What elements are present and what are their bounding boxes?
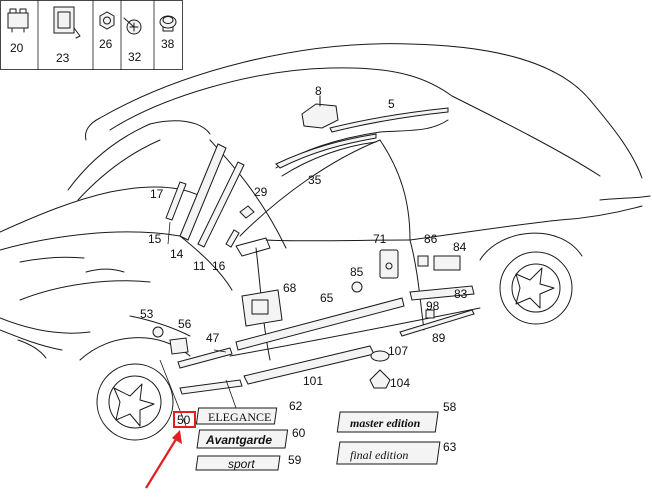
part-84[interactable] — [433, 255, 461, 271]
part-8[interactable] — [301, 103, 339, 129]
callout-50[interactable]: 50 — [177, 413, 191, 427]
part-17[interactable] — [165, 181, 187, 221]
callout-65[interactable]: 65 — [320, 291, 334, 305]
plug-icon — [159, 15, 177, 32]
callout-89[interactable]: 89 — [432, 331, 446, 345]
part-83[interactable] — [409, 285, 475, 301]
part-56[interactable] — [169, 337, 189, 355]
legend-label-38: 38 — [161, 37, 175, 51]
badge-final-edition-text: final edition — [350, 448, 408, 462]
legend-label-23: 23 — [56, 51, 70, 65]
parts — [152, 95, 475, 395]
callout-53[interactable]: 53 — [140, 307, 154, 321]
part-53[interactable] — [152, 326, 164, 338]
callout-62[interactable]: 62 — [289, 399, 303, 413]
part-35[interactable] — [275, 133, 377, 169]
part-89[interactable] — [399, 309, 475, 337]
callout-86[interactable]: 86 — [424, 232, 438, 246]
callout-16[interactable]: 16 — [212, 259, 226, 273]
callout-59[interactable]: 59 — [288, 453, 302, 467]
part-47[interactable] — [177, 347, 233, 369]
part-65[interactable] — [235, 297, 405, 351]
red-arrow-icon — [145, 430, 182, 489]
part-front-strip[interactable] — [179, 379, 243, 395]
callout-8[interactable]: 8 — [315, 84, 322, 98]
highlighted-callout[interactable]: 50 — [173, 411, 196, 428]
callout-47[interactable]: 47 — [206, 331, 220, 345]
part-71[interactable] — [379, 249, 399, 279]
callout-15[interactable]: 15 — [148, 232, 162, 246]
callout-60[interactable]: 60 — [292, 426, 306, 440]
part-86[interactable] — [417, 255, 429, 267]
part-14[interactable] — [179, 143, 227, 241]
callout-71[interactable]: 71 — [373, 232, 387, 246]
part-98[interactable] — [425, 309, 435, 319]
callout-101[interactable]: 101 — [303, 374, 323, 388]
callout-83[interactable]: 83 — [454, 287, 468, 301]
legend-label-20: 20 — [10, 41, 24, 55]
part-5[interactable] — [329, 107, 449, 133]
part-85[interactable] — [351, 281, 363, 293]
callout-35[interactable]: 35 — [308, 173, 322, 187]
callout-5[interactable]: 5 — [388, 97, 395, 111]
callout-11[interactable]: 11 — [193, 259, 206, 273]
callout-68[interactable]: 68 — [283, 281, 297, 295]
legend-label-32: 32 — [128, 50, 142, 64]
clip-icon — [7, 8, 29, 33]
car-outline — [0, 43, 651, 441]
nut-icon — [99, 11, 115, 30]
callout-84[interactable]: 84 — [453, 240, 467, 254]
part-104[interactable] — [369, 369, 391, 389]
callout-63[interactable]: 63 — [443, 440, 457, 454]
badge-final-edition[interactable]: final edition — [336, 441, 441, 465]
badge-elegance-text: ELEGANCE — [208, 410, 271, 424]
callout-58[interactable]: 58 — [443, 400, 457, 414]
badge-master-edition-text: master edition — [350, 416, 421, 430]
callout-14[interactable]: 14 — [170, 247, 184, 261]
badge-elegance[interactable]: ELEGANCE — [195, 407, 278, 425]
part-16[interactable] — [225, 229, 240, 248]
bracket-clip-icon — [53, 6, 81, 39]
badge-sport[interactable]: sport — [195, 455, 281, 471]
leader-lines — [159, 221, 237, 427]
part-29[interactable] — [239, 205, 255, 219]
highlight-box — [173, 411, 196, 428]
callout-98[interactable]: 98 — [426, 299, 440, 313]
legend-panel: 20 23 26 32 38 — [0, 0, 183, 70]
part-107[interactable] — [370, 350, 390, 362]
badge-sport-text: sport — [228, 457, 255, 471]
badges: ELEGANCE Avantgarde sport master edition… — [195, 407, 441, 471]
screw-icon — [123, 17, 142, 35]
badge-master-edition[interactable]: master edition — [336, 411, 439, 433]
callout-56[interactable]: 56 — [178, 317, 192, 331]
callout-104[interactable]: 104 — [390, 376, 410, 390]
callout-85[interactable]: 85 — [350, 265, 364, 279]
part-11[interactable] — [197, 161, 245, 248]
legend-label-26: 26 — [99, 37, 113, 51]
callout-labels: 8 5 35 17 29 15 14 11 16 71 86 84 85 68 … — [140, 84, 468, 467]
badge-avantgarde-text: Avantgarde — [205, 433, 272, 447]
badge-avantgarde[interactable]: Avantgarde — [196, 429, 289, 449]
callout-17[interactable]: 17 — [150, 187, 164, 201]
part-68[interactable] — [241, 289, 283, 327]
callout-29[interactable]: 29 — [254, 185, 268, 199]
callout-107[interactable]: 107 — [388, 344, 408, 358]
